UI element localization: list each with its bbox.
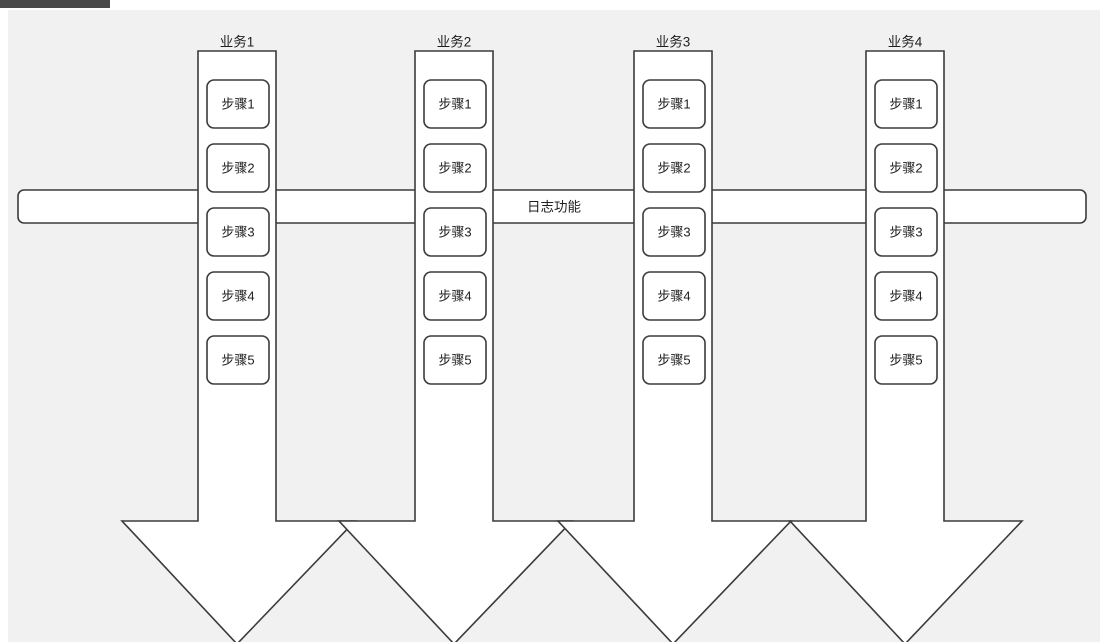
step-list-column-2: 步骤1 步骤2 步骤3 步骤4 步骤5 xyxy=(423,79,487,385)
step-box[interactable] xyxy=(423,143,487,193)
step-label: 步骤5 xyxy=(221,352,254,367)
step-box[interactable] xyxy=(423,271,487,321)
step-box[interactable] xyxy=(206,271,270,321)
step-box[interactable] xyxy=(874,79,938,129)
step-label: 步骤5 xyxy=(657,352,690,367)
step-label: 步骤1 xyxy=(657,96,690,111)
step-label: 步骤4 xyxy=(889,288,922,303)
step-box[interactable] xyxy=(206,79,270,129)
step-label: 步骤2 xyxy=(438,160,471,175)
step-box[interactable] xyxy=(206,335,270,385)
step-box[interactable] xyxy=(874,335,938,385)
step-label: 步骤1 xyxy=(438,96,471,111)
step-label: 步骤4 xyxy=(438,288,471,303)
top-selection-strip xyxy=(0,0,110,8)
step-box[interactable] xyxy=(874,207,938,257)
step-label: 步骤3 xyxy=(889,224,922,239)
step-label: 步骤3 xyxy=(438,224,471,239)
step-box[interactable] xyxy=(874,143,938,193)
step-box[interactable] xyxy=(423,207,487,257)
step-box[interactable] xyxy=(642,207,706,257)
step-box[interactable] xyxy=(642,79,706,129)
step-label: 步骤2 xyxy=(889,160,922,175)
step-label: 步骤4 xyxy=(221,288,254,303)
step-label: 步骤1 xyxy=(889,96,922,111)
column-header-1: 业务1 xyxy=(220,35,255,50)
step-label: 步骤5 xyxy=(889,352,922,367)
step-list-column-1: 步骤1 步骤2 步骤3 步骤4 步骤5 xyxy=(206,79,270,385)
step-list-column-4: 步骤1 步骤2 步骤3 步骤4 步骤5 xyxy=(874,79,938,385)
step-label: 步骤3 xyxy=(657,224,690,239)
step-box[interactable] xyxy=(423,335,487,385)
diagram-svg: 日志功能 业务1 业务2 业务3 业务4 步骤1 步骤2 步骤3 步骤4 步骤5 xyxy=(17,35,1087,642)
column-header-4: 业务4 xyxy=(888,35,923,50)
step-box[interactable] xyxy=(642,143,706,193)
crossbar-label: 日志功能 xyxy=(527,200,581,215)
step-label: 步骤3 xyxy=(221,224,254,239)
step-label: 步骤4 xyxy=(657,288,690,303)
step-label: 步骤1 xyxy=(221,96,254,111)
step-box[interactable] xyxy=(206,143,270,193)
step-label: 步骤5 xyxy=(438,352,471,367)
diagram-canvas[interactable]: 日志功能 业务1 业务2 业务3 业务4 步骤1 步骤2 步骤3 步骤4 步骤5 xyxy=(8,10,1100,642)
step-label: 步骤2 xyxy=(657,160,690,175)
step-box[interactable] xyxy=(423,79,487,129)
crossbar-rect[interactable] xyxy=(17,189,1087,224)
step-box[interactable] xyxy=(642,335,706,385)
column-header-3: 业务3 xyxy=(656,35,691,50)
step-list-column-3: 步骤1 步骤2 步骤3 步骤4 步骤5 xyxy=(642,79,706,385)
step-box[interactable] xyxy=(874,271,938,321)
column-header-2: 业务2 xyxy=(437,35,472,50)
crossbar-group[interactable] xyxy=(17,189,1087,224)
step-label: 步骤2 xyxy=(221,160,254,175)
step-box[interactable] xyxy=(642,271,706,321)
step-box[interactable] xyxy=(206,207,270,257)
